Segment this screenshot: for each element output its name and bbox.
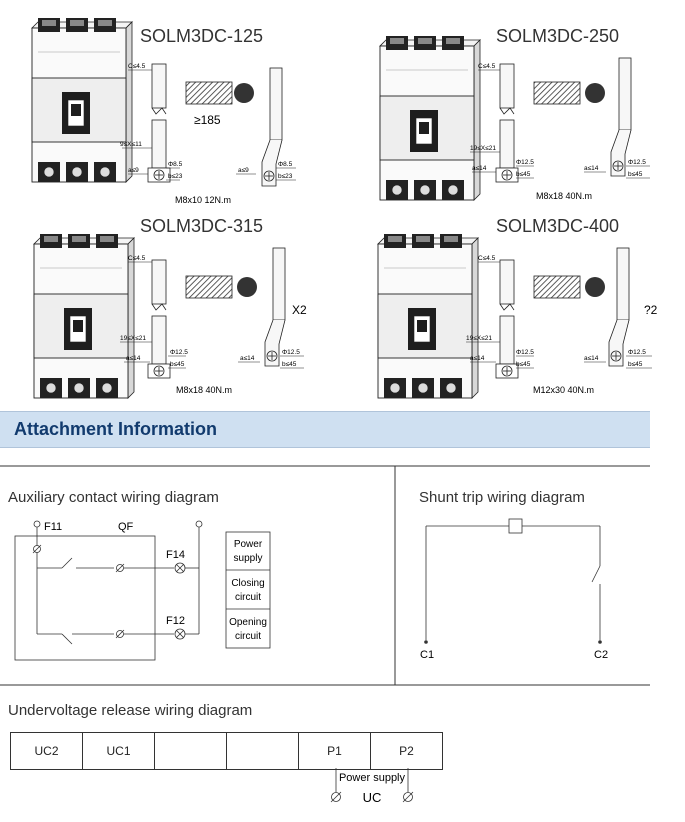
torque-spec: M8x18 40N.m: [536, 191, 592, 201]
torque-spec: M8x18 40N.m: [176, 385, 232, 395]
quantity-note: X2: [292, 303, 307, 317]
model-drawing-250: [379, 35, 650, 201]
label-c1: C1: [420, 649, 434, 661]
terminal-cell: UC2: [10, 732, 83, 770]
dim-label: b≤45: [628, 171, 643, 178]
dim-label: Φ8.5: [168, 161, 183, 168]
dim-label: Φ12.5: [516, 159, 534, 166]
dim-label: 9≤X≤11: [120, 141, 142, 148]
model-drawing-400: [377, 233, 652, 399]
terminal-cell: P1: [298, 732, 371, 770]
dim-label: Φ12.5: [628, 159, 646, 166]
model-title: SOLM3DC-125: [140, 26, 263, 46]
dim-label: a≤14: [240, 355, 255, 362]
undervoltage-power-supply: Power supply UC: [330, 768, 414, 805]
label-f14: F14: [166, 549, 185, 561]
dim-label: a≤14: [584, 165, 599, 172]
terminal-cell: P2: [370, 732, 443, 770]
cable-size-note: ≥185: [194, 113, 221, 127]
dim-label: a≤14: [472, 165, 487, 172]
diagram-title: Auxiliary contact wiring diagram: [8, 489, 219, 506]
dim-label: a≤14: [584, 355, 599, 362]
dim-label: Φ12.5: [282, 349, 300, 356]
legend-power: Power: [234, 539, 263, 550]
legend-closing: Closing: [231, 578, 264, 589]
wiring-diagrams: Auxiliary contact wiring diagram: [0, 465, 650, 805]
dim-label: b≤45: [516, 171, 531, 178]
dim-label: C≤4.5: [128, 255, 146, 262]
dim-label: 19≤X≤21: [120, 335, 146, 342]
dim-label: a≤9: [238, 167, 249, 174]
model-title: SOLM3DC-315: [140, 216, 263, 236]
uc-label: UC: [363, 790, 382, 805]
dim-label: b≤23: [168, 173, 183, 180]
model-title: SOLM3DC-250: [496, 26, 619, 46]
dim-label: a≤14: [126, 355, 141, 362]
terminal-cell: UC1: [82, 732, 155, 770]
dim-label: a≤14: [470, 355, 485, 362]
table-row: UC2 UC1 P1 P2: [10, 732, 443, 770]
dim-label: C≤4.5: [478, 255, 496, 262]
legend-power: supply: [234, 553, 263, 564]
legend-opening: circuit: [235, 631, 261, 642]
terminal-cell: [226, 732, 299, 770]
diagram-title: Undervoltage release wiring diagram: [8, 702, 252, 719]
dim-label: b≤45: [516, 361, 531, 368]
undervoltage-terminal-table: UC2 UC1 P1 P2: [10, 732, 443, 770]
dim-label: b≤45: [628, 361, 643, 368]
dim-label: Φ12.5: [170, 349, 188, 356]
torque-spec: M12x30 40N.m: [533, 385, 594, 395]
dim-label: C≤4.5: [128, 63, 146, 70]
terminal-cell: [154, 732, 227, 770]
label-c2: C2: [594, 649, 608, 661]
diagram-title: Shunt trip wiring diagram: [419, 489, 585, 506]
dim-label: b≤45: [282, 361, 297, 368]
dim-label: Φ12.5: [628, 349, 646, 356]
dim-label: b≤23: [278, 173, 293, 180]
model-drawing-125: [31, 17, 296, 187]
dim-label: Φ8.5: [278, 161, 293, 168]
label-f11: F11: [44, 521, 62, 533]
section-header: Attachment Information: [0, 411, 650, 448]
label-qf: QF: [118, 521, 134, 533]
dim-label: a≤9: [128, 167, 139, 174]
dim-label: C≤4.5: [478, 63, 496, 70]
torque-spec: M8x10 12N.m: [175, 195, 231, 205]
quantity-note: ?2: [644, 303, 658, 317]
auxiliary-contact-diagram: Auxiliary contact wiring diagram: [8, 489, 271, 661]
dim-label: 19≤X≤21: [470, 145, 496, 152]
legend-opening: Opening: [229, 617, 267, 628]
dim-label: Φ12.5: [516, 349, 534, 356]
model-title: SOLM3DC-400: [496, 216, 619, 236]
label-f12: F12: [166, 615, 185, 627]
dim-label: 19≤X≤21: [466, 335, 492, 342]
model-drawing-315: [33, 233, 304, 399]
legend-closing: circuit: [235, 592, 261, 603]
shunt-trip-diagram: Shunt trip wiring diagram C1 C2: [419, 489, 608, 661]
power-supply-label: Power supply: [339, 772, 406, 784]
section-title: Attachment Information: [14, 419, 218, 439]
dim-label: b≤45: [170, 361, 185, 368]
product-drawings: SOLM3DC-125 SOLM3DC-250 SOLM3DC-315 SOLM…: [31, 17, 658, 399]
